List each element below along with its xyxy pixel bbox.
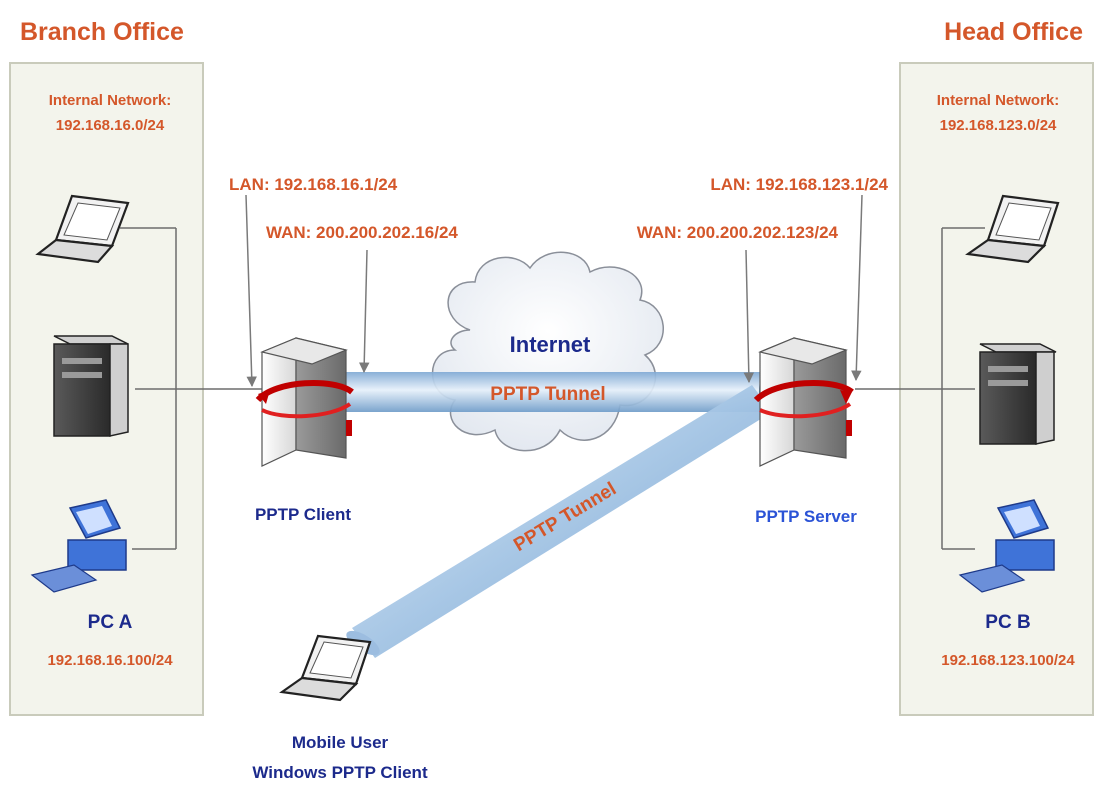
server-lan-label: LAN: 192.168.123.1/24 [710,175,888,194]
mobile-user-laptop-icon [279,634,372,702]
head-lan-wiring [855,227,985,550]
internet-label: Internet [510,332,591,357]
pc-a-ip: 192.168.16.100/24 [47,652,173,669]
head-internal-label: Internal Network: [937,92,1060,109]
client-wan-label: WAN: 200.200.202.16/24 [266,223,458,242]
pptp-client-server [255,337,354,467]
head-internal-subnet: 192.168.123.0/24 [940,117,1057,134]
pptp-server-label: PPTP Server [755,507,857,526]
branch-lan-wiring [120,227,262,550]
server-wan-label: WAN: 200.200.202.123/24 [637,223,839,242]
head-server-tower-icon [979,343,1057,445]
branch-server-tower-icon [53,335,129,437]
pptp-server-box [753,337,854,467]
pc-a-label: PC A [88,612,133,633]
branch-internal-subnet: 192.168.16.0/24 [56,117,165,134]
branch-internal-label: Internal Network: [49,92,172,109]
pptp-client-label: PPTP Client [255,505,351,524]
mobile-user-label: Mobile User [292,733,389,752]
mobile-client-label: Windows PPTP Client [252,763,428,782]
head-desktop-pc-icon [958,499,1055,593]
branch-desktop-pc-icon [30,499,127,593]
pc-b-ip: 192.168.123.100/24 [941,652,1075,669]
branch-office-title: Branch Office [20,18,184,46]
client-lan-label: LAN: 192.168.16.1/24 [229,175,398,194]
branch-laptop-icon [35,194,130,264]
main-tunnel-label: PPTP Tunnel [490,384,605,405]
head-laptop-icon [965,194,1060,264]
interface-pointer-arrows [245,194,863,388]
mobile-tunnel-label: PPTP Tunnel [510,479,620,556]
head-office-title: Head Office [944,18,1083,46]
pc-b-label: PC B [985,612,1030,633]
